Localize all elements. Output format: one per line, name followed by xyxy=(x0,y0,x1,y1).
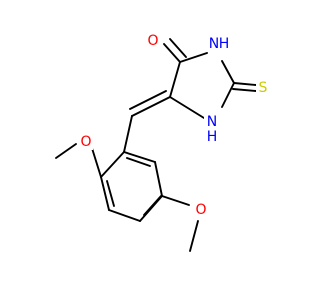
oxygen-carbonyl-atom: O xyxy=(146,33,160,49)
bond-methoxy-right-ch3 xyxy=(189,220,199,252)
bond-c4-c5 xyxy=(169,61,181,98)
bond-thione-a xyxy=(233,82,257,86)
nh-bottom-atom: N H xyxy=(204,114,220,145)
sulfur-label: S xyxy=(259,80,268,96)
oxygen-methoxy-right-label: O xyxy=(195,202,206,218)
bond-ar6-ar1 xyxy=(123,151,156,163)
bond-methoxy-left-ch3 xyxy=(55,143,77,159)
bond-ar-inner-3 xyxy=(126,157,151,167)
bond-c2-n1 xyxy=(221,82,235,108)
nh-top-atom: N H xyxy=(207,34,233,52)
bond-carbonyl-b xyxy=(169,38,187,58)
bond-vinyl-aryl xyxy=(123,115,133,153)
bond-n3-c2 xyxy=(221,60,235,84)
oxygen-methoxy-left-atom: O xyxy=(79,134,93,150)
bond-ar-inner-2 xyxy=(143,195,162,216)
bond-ar1-ar2 xyxy=(100,151,125,178)
bond-exo-double-a xyxy=(131,96,171,117)
bond-ar5-ar6 xyxy=(154,161,163,197)
sulfur-atom: S xyxy=(256,80,270,96)
bond-n1-c5 xyxy=(169,96,205,119)
bond-layer xyxy=(55,38,257,252)
bond-exo-double-b xyxy=(129,90,167,110)
bond-carbonyl-a xyxy=(163,43,181,63)
bond-ar2-ar3 xyxy=(100,176,110,211)
nh-top-h-label: H xyxy=(219,36,230,52)
nh-bottom-h-label: H xyxy=(207,129,218,145)
oxygen-methoxy-right-atom: O xyxy=(194,202,208,218)
bond-c4-n3 xyxy=(179,52,208,63)
bond-methoxy-right-ar xyxy=(161,195,190,206)
bond-ar3-ar4 xyxy=(108,209,141,222)
bond-methoxy-left-ar xyxy=(90,144,102,178)
bond-thione-b xyxy=(232,88,257,92)
oxygen-carbonyl-label: O xyxy=(147,33,158,49)
bond-ar-inner-1 xyxy=(106,180,115,207)
molecule-structure: O N H N H S O O xyxy=(55,33,270,252)
nh-top-n-label: N xyxy=(209,36,219,52)
nh-bottom-n-label: N xyxy=(207,114,217,130)
oxygen-methoxy-left-label: O xyxy=(80,134,91,150)
atom-label-layer: O N H N H S O O xyxy=(79,33,270,218)
